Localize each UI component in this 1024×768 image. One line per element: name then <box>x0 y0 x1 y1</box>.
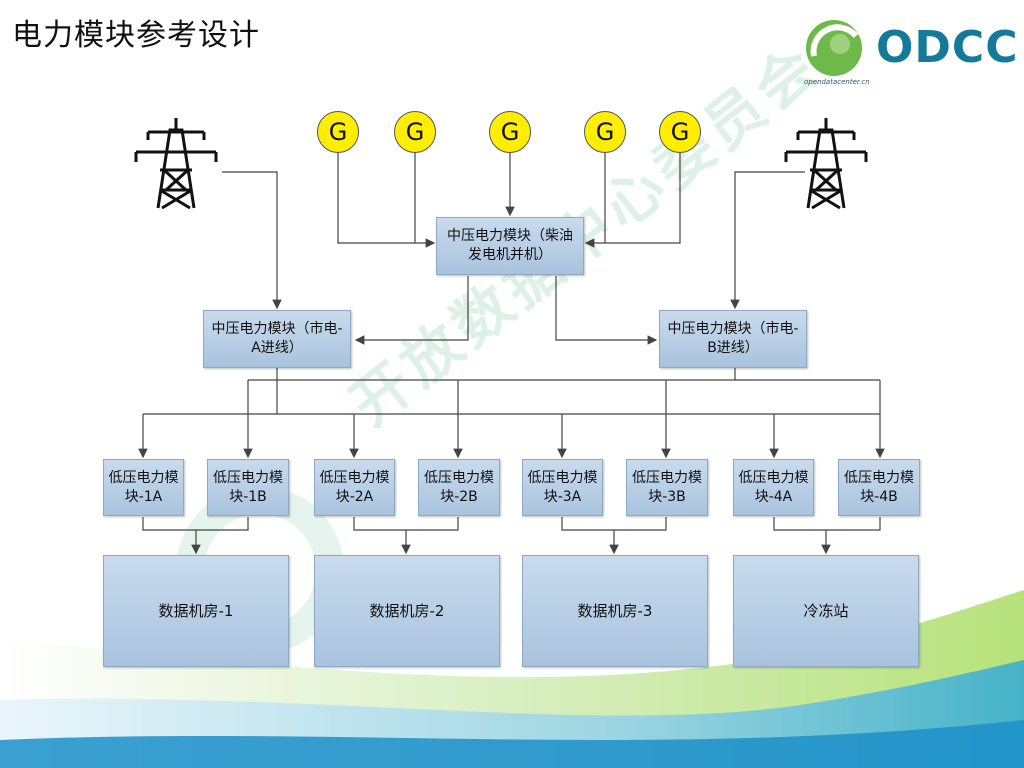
lv-module-4a: 低压电力模块-4A <box>733 459 814 516</box>
transmission-tower-b-icon <box>784 118 868 210</box>
generator-icon: G <box>584 111 626 153</box>
lv-module-1b: 低压电力模块-1B <box>207 459 289 516</box>
generator-icon: G <box>659 111 701 153</box>
mv-module-grid-b: 中压电力模块（市电-B进线） <box>659 310 807 368</box>
logo-text: ODCC <box>876 22 1019 73</box>
data-room-2: 数据机房-2 <box>314 555 500 667</box>
lv-module-2b: 低压电力模块-2B <box>418 459 500 516</box>
lv-module-4b: 低压电力模块-4B <box>838 459 920 516</box>
data-room-1: 数据机房-1 <box>103 555 289 667</box>
lv-module-1a: 低压电力模块-1A <box>103 459 184 516</box>
generator-icon: G <box>489 111 531 153</box>
data-room-3: 数据机房-3 <box>522 555 708 667</box>
lv-module-3a: 低压电力模块-3A <box>522 459 603 516</box>
transmission-tower-a-icon <box>134 118 218 210</box>
lv-module-2a: 低压电力模块-2A <box>314 459 395 516</box>
logo-url: opendatacenter.cn <box>804 78 870 86</box>
slide-title: 电力模块参考设计 <box>12 18 260 53</box>
generator-icon: G <box>394 111 436 153</box>
lv-module-3b: 低压电力模块-3B <box>626 459 708 516</box>
mv-module-grid-a: 中压电力模块（市电-A进线） <box>203 310 351 368</box>
generator-icon: G <box>317 111 359 153</box>
globe-logo-icon <box>806 20 862 76</box>
odcc-logo: ODCC opendatacenter.cn <box>800 14 1018 94</box>
chiller-station: 冷冻站 <box>733 555 919 667</box>
mv-module-diesel: 中压电力模块（柴油发电机并机） <box>436 217 584 275</box>
